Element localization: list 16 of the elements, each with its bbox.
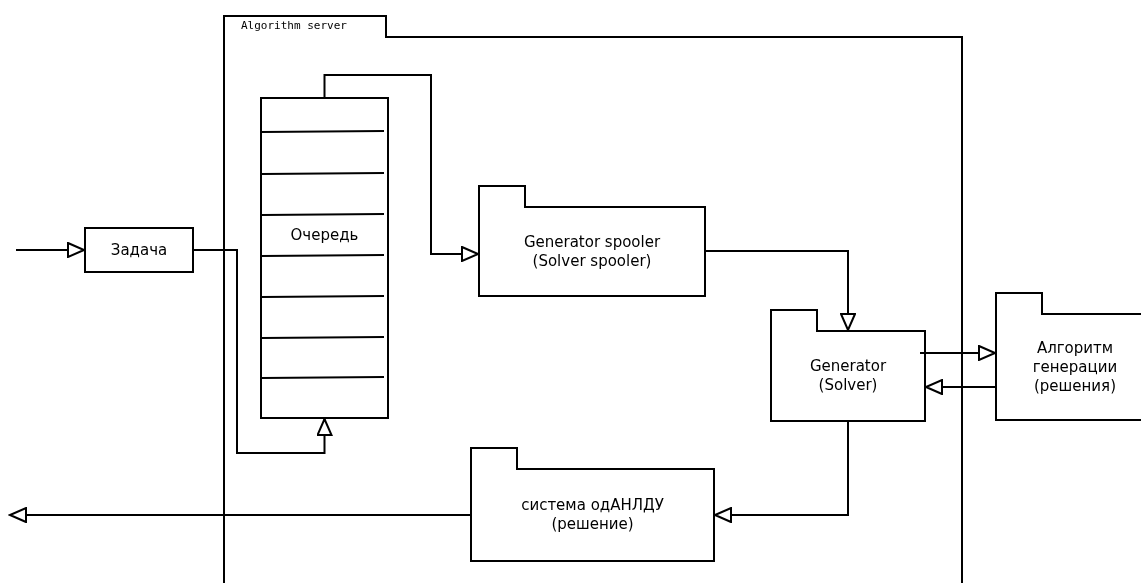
node-label: Generator spooler (Solver spooler) xyxy=(522,232,662,271)
node-label: Generator (Solver) xyxy=(808,357,888,395)
frame-title: Algorithm server xyxy=(223,15,387,38)
arrow xyxy=(9,507,471,523)
process-box xyxy=(84,227,194,273)
arrow xyxy=(323,74,479,262)
node-label: Задача xyxy=(109,240,169,260)
queue-label: Очередь xyxy=(289,226,360,245)
arrow xyxy=(705,250,856,331)
arrow xyxy=(15,242,85,258)
node-label: Алгоритм генерации (решения) xyxy=(1031,338,1119,396)
arrow xyxy=(193,249,333,454)
node-label: система одАНЛДУ (решение) xyxy=(520,496,665,534)
arrow xyxy=(919,345,996,361)
arrow xyxy=(925,379,996,395)
arrow xyxy=(714,421,849,523)
